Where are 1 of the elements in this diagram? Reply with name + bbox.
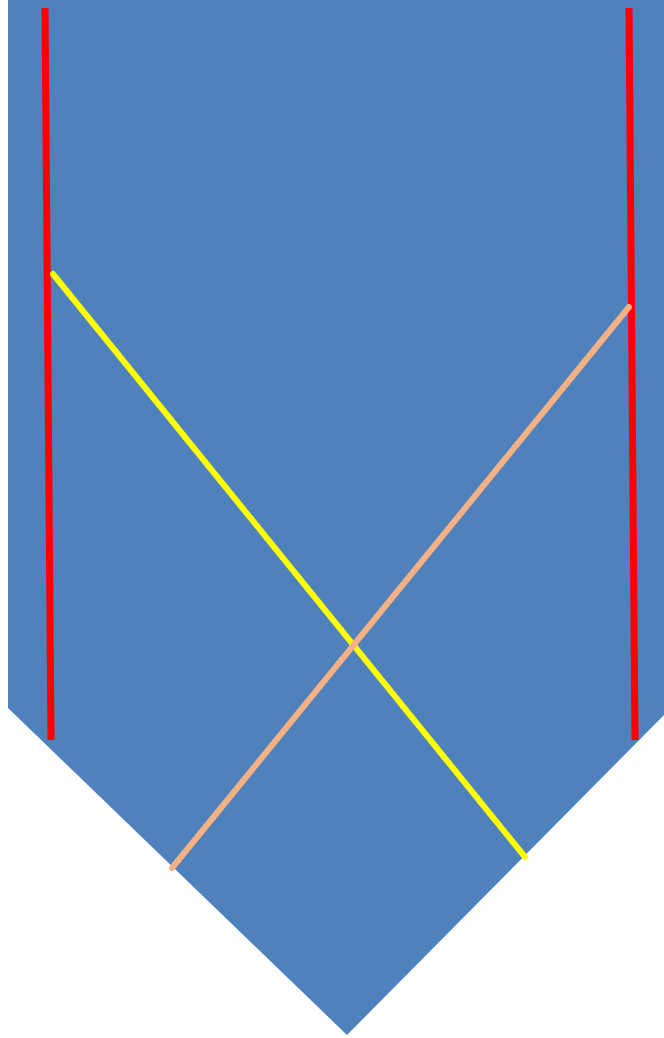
banner-drawing bbox=[8, 0, 664, 1035]
